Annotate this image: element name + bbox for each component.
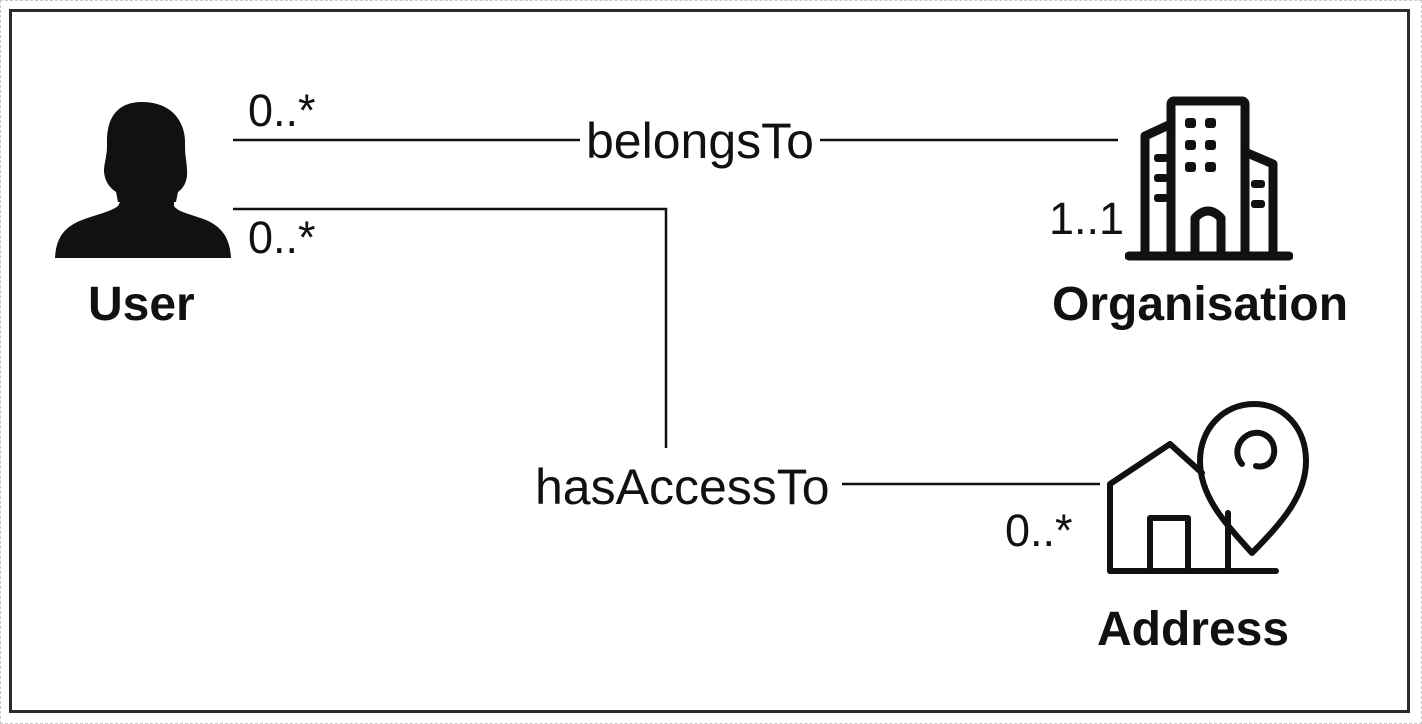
user-silhouette-icon[interactable] [54,100,234,260]
user-entity-label: User [88,278,195,331]
belongs-to-source-multiplicity: 0..* [248,85,316,136]
has-access-to-source-multiplicity: 0..* [248,212,316,263]
office-building-icon[interactable] [1125,96,1293,262]
address-entity-label: Address [1097,603,1290,656]
house-location-pin-icon[interactable] [1100,396,1310,576]
has-access-to-target-multiplicity: 0..* [1005,505,1073,556]
has-access-to-label: hasAccessTo [529,462,836,512]
organisation-entity-label: Organisation [1052,278,1349,331]
belongs-to-target-multiplicity: 1..1 [1049,193,1125,244]
belongs-to-label: belongsTo [580,116,820,166]
has-access-to-connector[interactable] [233,207,668,448]
